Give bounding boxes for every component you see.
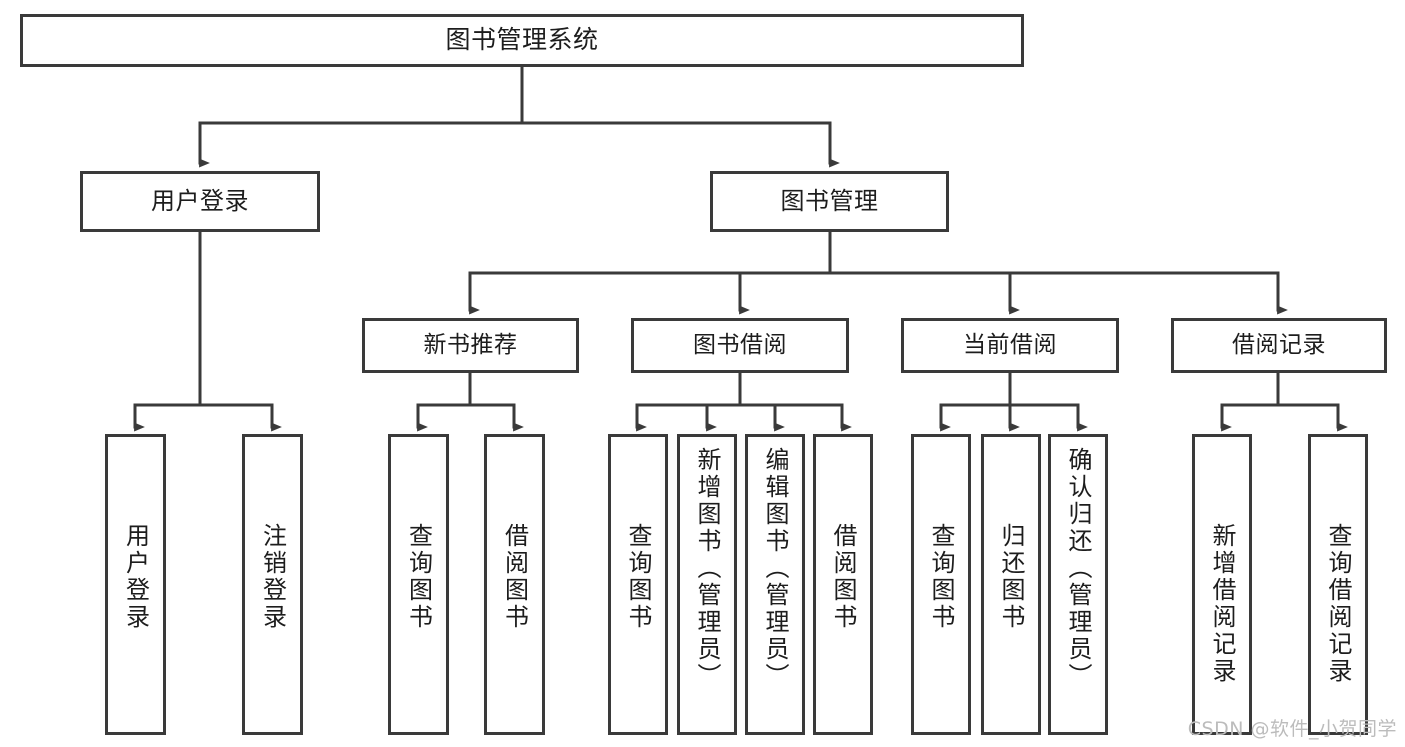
leaf-logout-label: 注销登录 — [258, 523, 287, 631]
leaf-logout[interactable]: 注销登录 — [242, 434, 303, 735]
node-book-manage[interactable]: 图书管理 — [710, 171, 949, 232]
watermark: CSDN @软件_小贺同学 — [1187, 718, 1397, 740]
node-current-borrow[interactable]: 当前借阅 — [901, 318, 1119, 373]
leaf-add-record[interactable]: 新增借阅记录 — [1192, 434, 1252, 735]
node-user-login[interactable]: 用户登录 — [80, 171, 320, 232]
node-current-borrow-label: 当前借阅 — [963, 332, 1057, 359]
leaf-borrow-book-1[interactable]: 借阅图书 — [484, 434, 545, 735]
node-book-manage-label: 图书管理 — [780, 186, 879, 215]
leaf-query-book-2[interactable]: 查询图书 — [608, 434, 668, 735]
leaf-confirm-return-label: 确认归还（管理员） — [1064, 447, 1092, 690]
node-new-book-rec-label: 新书推荐 — [423, 332, 518, 359]
leaf-query-book-2-label: 查询图书 — [624, 523, 652, 631]
leaf-return-book[interactable]: 归还图书 — [981, 434, 1041, 735]
leaf-user-login[interactable]: 用户登录 — [105, 434, 166, 735]
leaf-edit-book-label: 编辑图书（管理员） — [761, 447, 789, 690]
leaf-add-record-label: 新增借阅记录 — [1208, 523, 1236, 685]
leaf-query-book-3-label: 查询图书 — [927, 523, 955, 631]
node-root-label: 图书管理系统 — [445, 25, 599, 55]
node-borrow-record-label: 借阅记录 — [1232, 332, 1326, 359]
node-borrow-record[interactable]: 借阅记录 — [1171, 318, 1387, 373]
node-user-login-label: 用户登录 — [151, 186, 249, 215]
node-root[interactable]: 图书管理系统 — [20, 14, 1024, 67]
leaf-query-book-1-label: 查询图书 — [404, 523, 433, 631]
leaf-return-book-label: 归还图书 — [997, 523, 1025, 631]
leaf-confirm-return[interactable]: 确认归还（管理员） — [1048, 434, 1108, 735]
node-book-borrow-label: 图书借阅 — [693, 332, 787, 359]
leaf-add-book[interactable]: 新增图书（管理员） — [677, 434, 737, 735]
leaf-add-book-label: 新增图书（管理员） — [693, 447, 721, 690]
leaf-query-book-3[interactable]: 查询图书 — [911, 434, 971, 735]
leaf-query-book-1[interactable]: 查询图书 — [388, 434, 449, 735]
leaf-borrow-book-2[interactable]: 借阅图书 — [813, 434, 873, 735]
node-book-borrow[interactable]: 图书借阅 — [631, 318, 849, 373]
leaf-edit-book[interactable]: 编辑图书（管理员） — [745, 434, 805, 735]
leaf-query-record-label: 查询借阅记录 — [1324, 523, 1352, 685]
leaf-borrow-book-2-label: 借阅图书 — [829, 523, 857, 631]
node-new-book-rec[interactable]: 新书推荐 — [362, 318, 579, 373]
leaf-user-login-label: 用户登录 — [121, 523, 150, 631]
leaf-borrow-book-1-label: 借阅图书 — [500, 523, 529, 631]
leaf-query-record[interactable]: 查询借阅记录 — [1308, 434, 1368, 735]
